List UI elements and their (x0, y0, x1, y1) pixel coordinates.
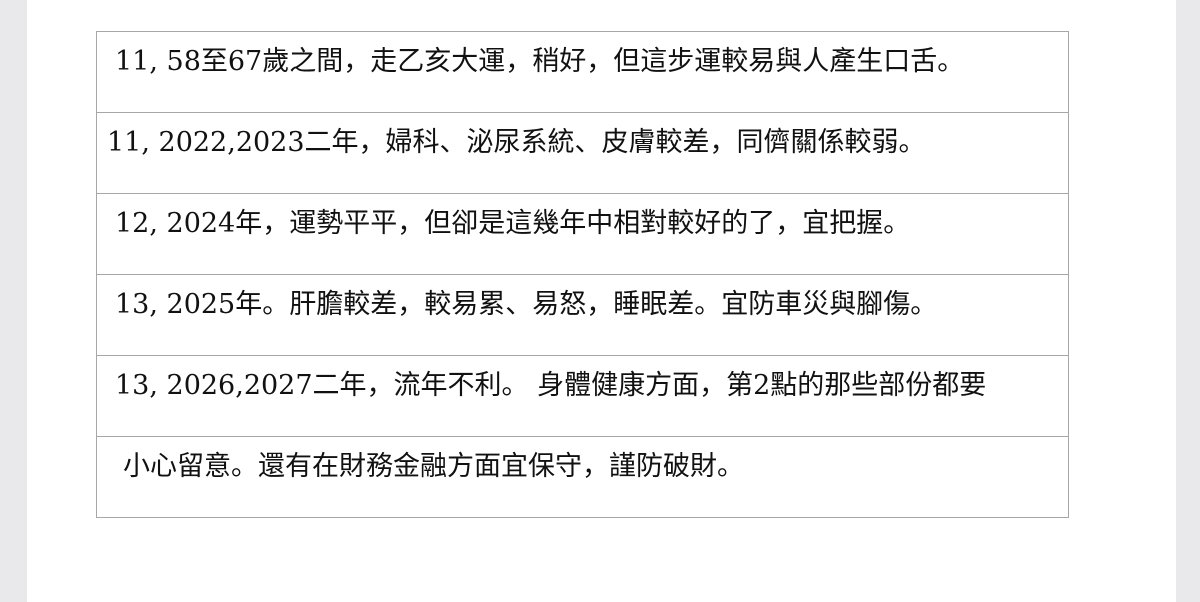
table-row: 11, 2022,2023二年，婦科、泌尿系統、皮膚較差，同儕關係較弱。 (96, 112, 1069, 194)
table-cell: 12, 2024年，運勢平平，但卻是這幾年中相對較好的了，宜把握。 (96, 193, 1069, 275)
table-cell: 11, 58至67歲之間，走乙亥大運，稍好，但這步運較易與人產生口舌。 (96, 31, 1069, 113)
table-row: 13, 2026,2027二年，流年不利。 身體健康方面，第2點的那些部份都要 (96, 355, 1069, 437)
row-text: 13, 2025年。肝膽較差，較易累、易怒，睡眠差。宜防車災與腳傷。 (115, 289, 938, 320)
table-row: 13, 2025年。肝膽較差，較易累、易怒，睡眠差。宜防車災與腳傷。 (96, 274, 1069, 356)
table-cell: 小心留意。還有在財務金融方面宜保守，謹防破財。 (96, 436, 1069, 518)
table-row: 小心留意。還有在財務金融方面宜保守，謹防破財。 (96, 436, 1069, 518)
row-text: 11, 2022,2023二年，婦科、泌尿系統、皮膚較差，同儕關係較弱。 (107, 127, 926, 158)
table-row: 12, 2024年，運勢平平，但卻是這幾年中相對較好的了，宜把握。 (96, 193, 1069, 275)
document-page: 11, 58至67歲之間，走乙亥大運，稍好，但這步運較易與人產生口舌。 11, … (27, 0, 1176, 602)
table-cell: 13, 2025年。肝膽較差，較易累、易怒，睡眠差。宜防車災與腳傷。 (96, 274, 1069, 356)
table-row: 11, 58至67歲之間，走乙亥大運，稍好，但這步運較易與人產生口舌。 (96, 31, 1069, 113)
table-cell: 11, 2022,2023二年，婦科、泌尿系統、皮膚較差，同儕關係較弱。 (96, 112, 1069, 194)
row-text: 小心留意。還有在財務金融方面宜保守，謹防破財。 (123, 451, 744, 482)
row-text: 12, 2024年，運勢平平，但卻是這幾年中相對較好的了，宜把握。 (115, 208, 911, 239)
row-text: 11, 58至67歲之間，走乙亥大運，稍好，但這步運較易與人產生口舌。 (115, 46, 965, 77)
table-cell: 13, 2026,2027二年，流年不利。 身體健康方面，第2點的那些部份都要 (96, 355, 1069, 437)
row-text: 13, 2026,2027二年，流年不利。 身體健康方面，第2點的那些部份都要 (115, 370, 987, 401)
content-table: 11, 58至67歲之間，走乙亥大運，稍好，但這步運較易與人產生口舌。 11, … (96, 31, 1069, 518)
